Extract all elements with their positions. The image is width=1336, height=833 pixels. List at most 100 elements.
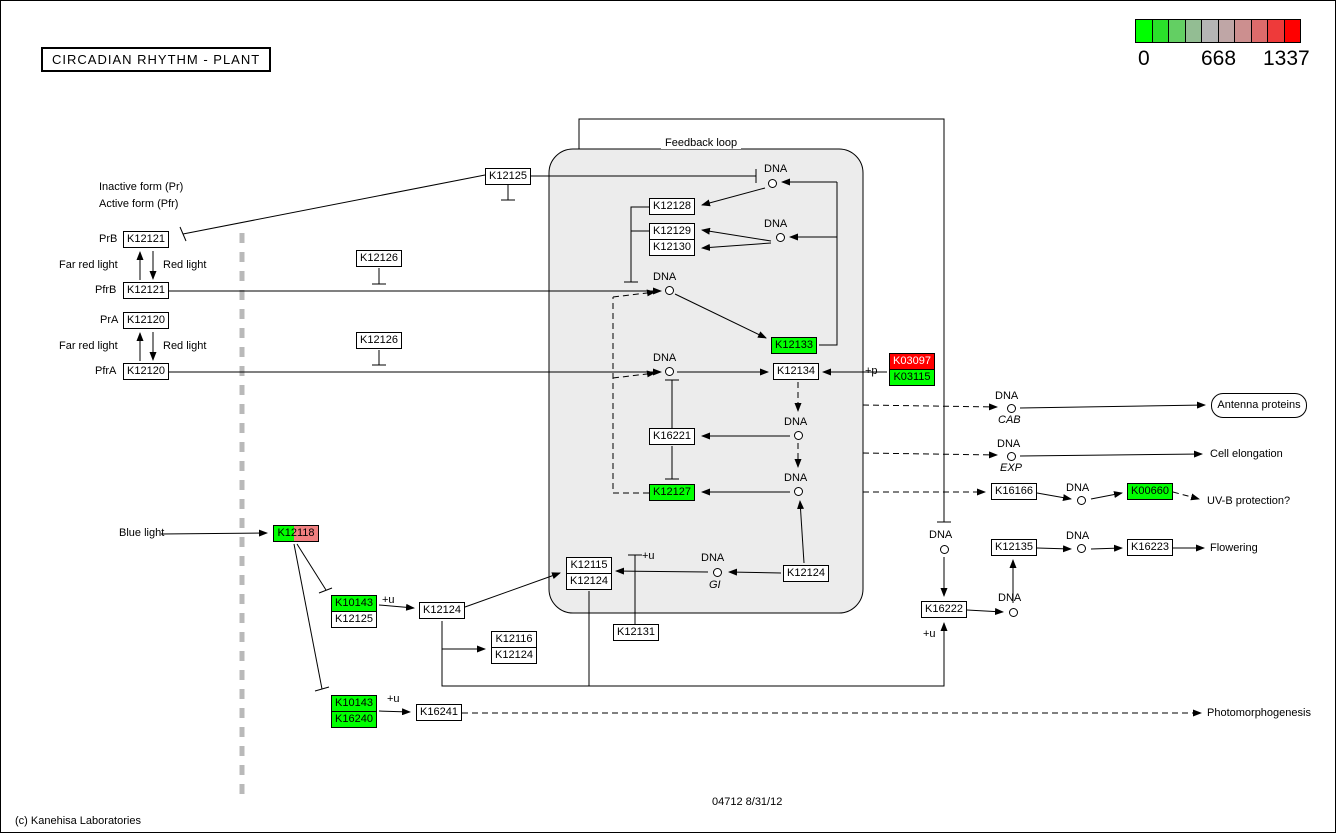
map-info: 04712 8/31/12 <box>712 796 783 808</box>
node-k12135[interactable]: K12135 <box>991 539 1037 556</box>
node-k12124[interactable]: K12124 <box>419 602 465 619</box>
node-k12128[interactable]: K12128 <box>649 198 695 215</box>
label-active-form: Active form (Pfr) <box>99 198 179 210</box>
label-inactive-form: Inactive form (Pr) <box>99 181 184 193</box>
node-k12134[interactable]: K12134 <box>773 363 819 380</box>
dna-label: DNA <box>653 271 677 283</box>
node-k16223[interactable]: K16223 <box>1127 539 1173 556</box>
dna-label: DNA <box>701 552 725 564</box>
label-plus-u-3: +u <box>387 693 400 705</box>
node-k00660[interactable]: K00660 <box>1127 483 1173 500</box>
legend-segment <box>1136 20 1153 42</box>
dna-label: DNA <box>1066 482 1090 494</box>
node-k12131[interactable]: K12131 <box>613 624 659 641</box>
legend-gradient <box>1135 19 1301 43</box>
node-k12125[interactable]: K12125 <box>331 611 377 628</box>
node-k16241[interactable]: K16241 <box>416 704 462 721</box>
dna-circle-icon[interactable] <box>1007 404 1016 413</box>
node-k12115[interactable]: K12115 <box>566 557 612 574</box>
dna-circle-icon[interactable] <box>940 545 949 554</box>
legend-segment <box>1235 20 1252 42</box>
node-k12126[interactable]: K12126 <box>356 250 402 267</box>
node-k12116[interactable]: K12116 <box>491 631 537 648</box>
label-output-photomorphogenesis: Photomorphogenesis <box>1207 707 1311 719</box>
dna-circle-icon[interactable] <box>794 431 803 440</box>
dna-circle-icon[interactable] <box>794 487 803 496</box>
node-k10143[interactable]: K10143 <box>331 695 377 712</box>
node-k12118[interactable]: K12118 <box>273 525 319 542</box>
feedback-loop-label: Feedback loop <box>661 137 742 149</box>
label-far-red-light-1: Far red light <box>59 259 118 271</box>
node-k12120[interactable]: K12120 <box>123 312 169 329</box>
node-k12120[interactable]: K12120 <box>123 363 169 380</box>
dna-circle-icon[interactable] <box>776 233 785 242</box>
dna-circle-icon[interactable] <box>665 286 674 295</box>
dna-label: DNA <box>1066 530 1090 542</box>
legend-segment <box>1202 20 1219 42</box>
gene-label-gi: GI <box>709 579 721 591</box>
node-k12130[interactable]: K12130 <box>649 239 695 256</box>
label-blue-light: Blue light <box>119 527 165 539</box>
legend-segment <box>1152 20 1169 42</box>
legend-segment <box>1268 20 1285 42</box>
node-k12125[interactable]: K12125 <box>485 168 531 185</box>
dna-circle-icon[interactable] <box>1007 452 1016 461</box>
label-pfra: PfrA <box>95 365 117 377</box>
copyright: (c) Kanehisa Laboratories <box>15 815 141 827</box>
solid-connections <box>136 118 1206 716</box>
label-pra: PrA <box>100 314 119 326</box>
dna-circle-icon[interactable] <box>1077 496 1086 505</box>
label-prb: PrB <box>99 233 118 245</box>
label-plus-u-2: +u <box>642 550 655 562</box>
node-k12133[interactable]: K12133 <box>771 337 817 354</box>
dna-circle-icon[interactable] <box>1077 544 1086 553</box>
dna-circle-icon[interactable] <box>713 568 722 577</box>
label-red-light-1: Red light <box>163 259 207 271</box>
label-far-red-light-2: Far red light <box>59 340 118 352</box>
dna-circle-icon[interactable] <box>665 367 674 376</box>
legend-segment <box>1284 20 1300 42</box>
legend-max-label: 1337 <box>1263 47 1310 70</box>
pathway-box-antenna-proteins[interactable]: Antenna proteins <box>1211 393 1307 418</box>
node-k16221[interactable]: K16221 <box>649 428 695 445</box>
node-k12124[interactable]: K12124 <box>783 565 829 582</box>
dashed-connections <box>462 289 1202 717</box>
legend-segment <box>1185 20 1202 42</box>
dna-label: DNA <box>764 218 788 230</box>
node-k10143[interactable]: K10143 <box>331 595 377 612</box>
node-k12121[interactable]: K12121 <box>123 231 169 248</box>
feedback-loop-region <box>548 148 864 614</box>
node-k16166[interactable]: K16166 <box>991 483 1037 500</box>
node-k12127[interactable]: K12127 <box>649 484 695 501</box>
node-k12124[interactable]: K12124 <box>491 647 537 664</box>
dna-circle-icon[interactable] <box>768 179 777 188</box>
legend-segment <box>1169 20 1186 42</box>
dna-label: DNA <box>764 163 788 175</box>
label-pfrb: PfrB <box>95 284 117 296</box>
dna-label: DNA <box>784 416 808 428</box>
node-k03115[interactable]: K03115 <box>889 369 935 386</box>
dna-label: DNA <box>997 438 1021 450</box>
label-plus-u-4: +u <box>923 628 936 640</box>
dna-label: DNA <box>998 592 1022 604</box>
dna-circle-icon[interactable] <box>1009 608 1018 617</box>
node-k12129[interactable]: K12129 <box>649 223 695 240</box>
label-plus-p: +p <box>865 365 878 377</box>
node-k12121[interactable]: K12121 <box>123 282 169 299</box>
legend-segment <box>1251 20 1268 42</box>
pathway-title: CIRCADIAN RHYTHM - PLANT <box>41 47 272 72</box>
gene-label-exp: EXP <box>1000 462 1023 474</box>
label-red-light-2: Red light <box>163 340 207 352</box>
node-k03097[interactable]: K03097 <box>889 353 935 370</box>
legend-min-label: 0 <box>1138 47 1150 70</box>
legend-mid-label: 668 <box>1201 47 1237 70</box>
node-k16240[interactable]: K16240 <box>331 711 377 728</box>
legend-segment <box>1218 20 1235 42</box>
dna-label: DNA <box>929 529 953 541</box>
node-k16222[interactable]: K16222 <box>921 601 967 618</box>
node-k12126[interactable]: K12126 <box>356 332 402 349</box>
dna-label: DNA <box>995 390 1019 402</box>
node-k12124[interactable]: K12124 <box>566 573 612 590</box>
